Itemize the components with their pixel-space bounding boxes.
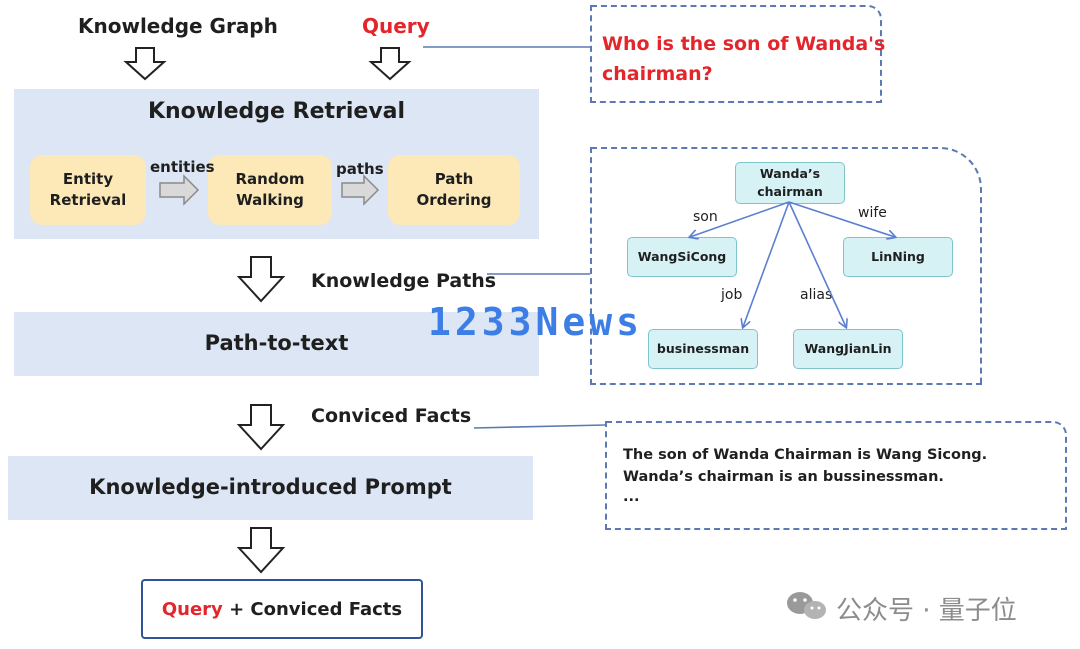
path-to-text-title: Path-to-text <box>204 331 349 355</box>
output-facts: + Conviced Facts <box>222 598 403 620</box>
graph-edge-wife <box>788 201 895 237</box>
graph-edge-son <box>690 201 790 237</box>
path-to-text-panel: Path-to-text <box>14 312 539 376</box>
wechat-icon <box>787 592 826 619</box>
path-ordering-line1: Path <box>434 170 474 188</box>
paths-label: paths <box>336 160 384 178</box>
edge-label-alias: alias <box>800 287 833 303</box>
entities-label: entities <box>150 158 215 176</box>
query-label: Query <box>362 14 430 38</box>
graph-edge-alias <box>788 201 846 327</box>
facts-box: The son of Wanda Chairman is Wang Sicong… <box>605 421 1067 530</box>
down-arrow-icon <box>368 47 412 81</box>
knowledge-paths-label: Knowledge Paths <box>311 270 497 292</box>
graph-root-line2: chairman <box>757 184 823 199</box>
random-walking-line1: Random <box>235 170 305 188</box>
down-arrow-icon <box>236 256 286 303</box>
graph-node-wangjianlin: WangJianLin <box>793 329 903 369</box>
graph-node-wangsicong: WangSiCong <box>627 237 737 277</box>
graph-root-line1: Wanda’s <box>759 166 821 181</box>
entity-retrieval-line1: Entity <box>62 170 114 188</box>
query-text-line1: Who is the son of Wanda's <box>602 33 886 55</box>
entity-retrieval-line2: Retrieval <box>49 191 127 209</box>
prompt-panel: Knowledge-introduced Prompt <box>8 456 533 520</box>
fact-line-2: Wanda’s chairman is an bussinessman. <box>623 469 944 485</box>
path-ordering-line2: Ordering <box>416 191 492 209</box>
watermark-text: 1233News <box>428 300 644 344</box>
connector-facts-line <box>473 424 606 429</box>
footer-brand: 公众号 · 量子位 <box>836 596 1017 626</box>
knowledge-retrieval-title: Knowledge Retrieval <box>147 99 406 124</box>
graph-node-linning: LinNing <box>843 237 953 277</box>
graph-edge-job <box>743 201 790 327</box>
query-text-line2: chairman? <box>602 63 713 85</box>
edge-label-wife: wife <box>858 205 887 221</box>
down-arrow-icon <box>123 47 167 81</box>
prompt-title: Knowledge-introduced Prompt <box>89 475 452 499</box>
graph-node-root: Wanda’s chairman <box>735 162 845 204</box>
right-block-arrow-icon <box>159 174 200 206</box>
conviced-facts-label: Conviced Facts <box>311 405 472 427</box>
down-arrow-icon <box>236 527 286 574</box>
graph-node-businessman: businessman <box>648 329 758 369</box>
random-walking-line2: Walking <box>236 191 304 209</box>
knowledge-graph-label: Knowledge Graph <box>78 14 278 38</box>
output-box: Query + Conviced Facts <box>141 579 423 639</box>
fact-line-1: The son of Wanda Chairman is Wang Sicong… <box>623 447 988 463</box>
edge-label-son: son <box>693 209 718 225</box>
edge-label-job: job <box>721 287 743 303</box>
query-box: Who is the son of Wanda's chairman? <box>590 5 886 103</box>
down-arrow-icon <box>236 404 286 451</box>
fact-line-3: ... <box>623 489 640 505</box>
knowledge-graph-box <box>590 147 982 385</box>
right-block-arrow-icon <box>341 174 380 206</box>
output-query: Query <box>161 598 223 620</box>
